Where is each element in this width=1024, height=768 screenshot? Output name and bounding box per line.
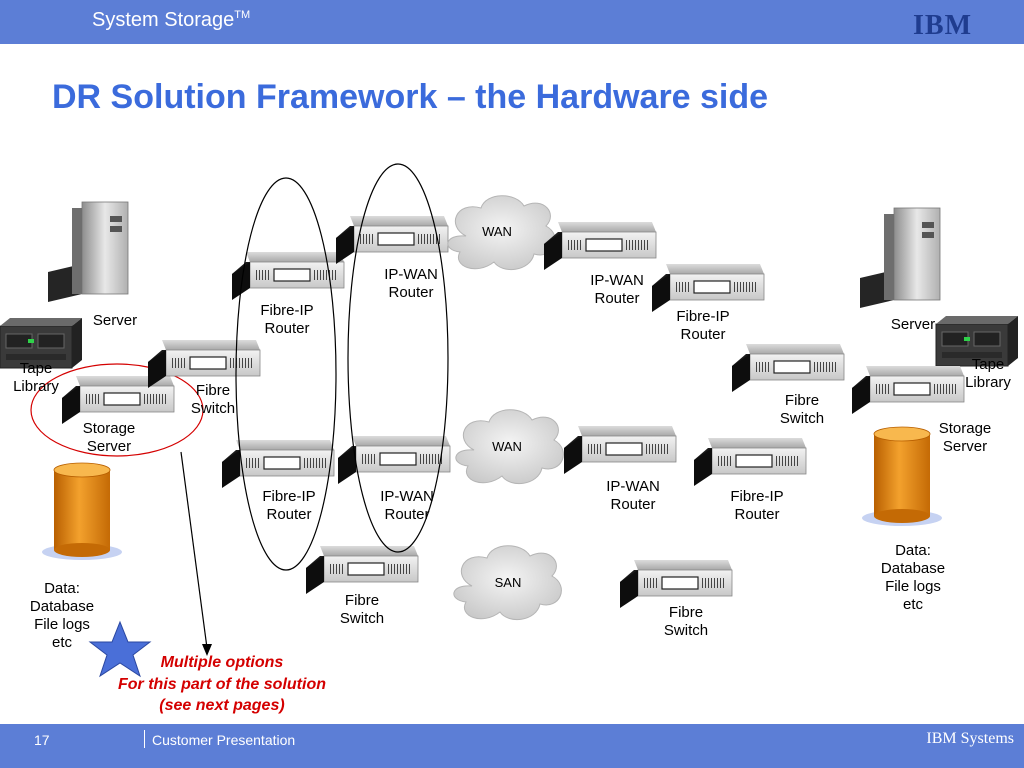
note-line-3: (see next pages)	[159, 697, 285, 715]
fibre-switch-right-bottom-icon	[619, 559, 733, 609]
storage-server-left-icon	[61, 375, 175, 425]
server-right-label: Server	[890, 316, 936, 333]
ip-wan-router-right-mid-icon	[563, 425, 677, 475]
fibre-ip-router-top-label: Fibre-IP Router	[260, 302, 314, 337]
header-bar: System StorageTM IBM	[0, 0, 1024, 44]
storage-server-right-icon	[851, 365, 965, 415]
database-left-icon	[42, 462, 122, 560]
server-left-icon	[47, 201, 129, 303]
footer-presentation-label: Customer Presentation	[152, 732, 296, 748]
options-arrow	[180, 451, 208, 649]
storage-server-left-label: Storage Server	[82, 420, 136, 455]
fibre-ip-router-right-mid-label: Fibre-IP Router	[730, 488, 784, 523]
footer-bar: 17 Customer Presentation IBM Systems	[0, 724, 1024, 768]
ip-wan-router-top-icon	[335, 215, 449, 265]
highlight-ellipse	[30, 363, 204, 457]
ip-wan-router-bottom-label: IP-WAN Router	[380, 488, 434, 523]
san-label: SAN	[495, 575, 522, 590]
page-number: 17	[34, 732, 50, 748]
database-right-icon	[862, 426, 942, 526]
storage-server-right-label: Storage Server	[938, 420, 992, 455]
data-right-label: Data: Database File logs etc	[880, 542, 946, 613]
server-left-label: Server	[92, 312, 138, 329]
ip-wan-router-top-label: IP-WAN Router	[384, 266, 438, 301]
fibre-switch-right-icon	[731, 343, 845, 393]
fibre-ip-router-right-mid-icon	[693, 437, 807, 487]
data-left-label: Data: Database File logs etc	[29, 580, 95, 651]
ip-wan-router-right-top-label: IP-WAN Router	[590, 272, 644, 307]
option-ellipse-fibre-ip	[235, 177, 337, 571]
wan-top-label: WAN	[482, 224, 512, 239]
star-icon	[88, 620, 152, 678]
brand-title: System StorageTM	[92, 9, 251, 31]
fibre-switch-left-label: Fibre Switch	[190, 382, 236, 417]
multiple-options-note: Multiple options For this part of the so…	[80, 652, 364, 717]
fibre-switch-bottom-label: Fibre Switch	[339, 592, 385, 627]
wan-mid-label: WAN	[492, 439, 522, 454]
ip-wan-router-right-top-icon	[543, 221, 657, 271]
footer-divider	[144, 730, 145, 748]
fibre-ip-router-right-top-label: Fibre-IP Router	[676, 308, 730, 343]
arrow-head-icon	[202, 644, 212, 656]
ibm-logo: IBM	[913, 10, 972, 41]
note-line-1: Multiple options	[160, 654, 284, 671]
fibre-switch-right-label: Fibre Switch	[779, 392, 825, 427]
fibre-switch-bottom-icon	[305, 545, 419, 595]
slide-title: DR Solution Framework – the Hardware sid…	[52, 78, 769, 116]
fibre-ip-router-right-top-icon	[651, 263, 765, 313]
tape-library-right-label: Tape Library	[965, 356, 1011, 391]
ip-wan-router-right-mid-label: IP-WAN Router	[606, 478, 660, 513]
footer-company-label: IBM Systems	[926, 730, 1014, 747]
option-ellipse-ip-wan	[347, 163, 449, 553]
tape-library-left-label: Tape Library	[13, 360, 59, 395]
fibre-ip-router-bottom-icon	[221, 439, 335, 489]
server-right-icon	[859, 207, 941, 309]
note-line-2: For this part of the solution	[118, 675, 326, 693]
fibre-ip-router-bottom-label: Fibre-IP Router	[262, 488, 316, 523]
fibre-switch-right-bottom-label: Fibre Switch	[663, 604, 709, 639]
